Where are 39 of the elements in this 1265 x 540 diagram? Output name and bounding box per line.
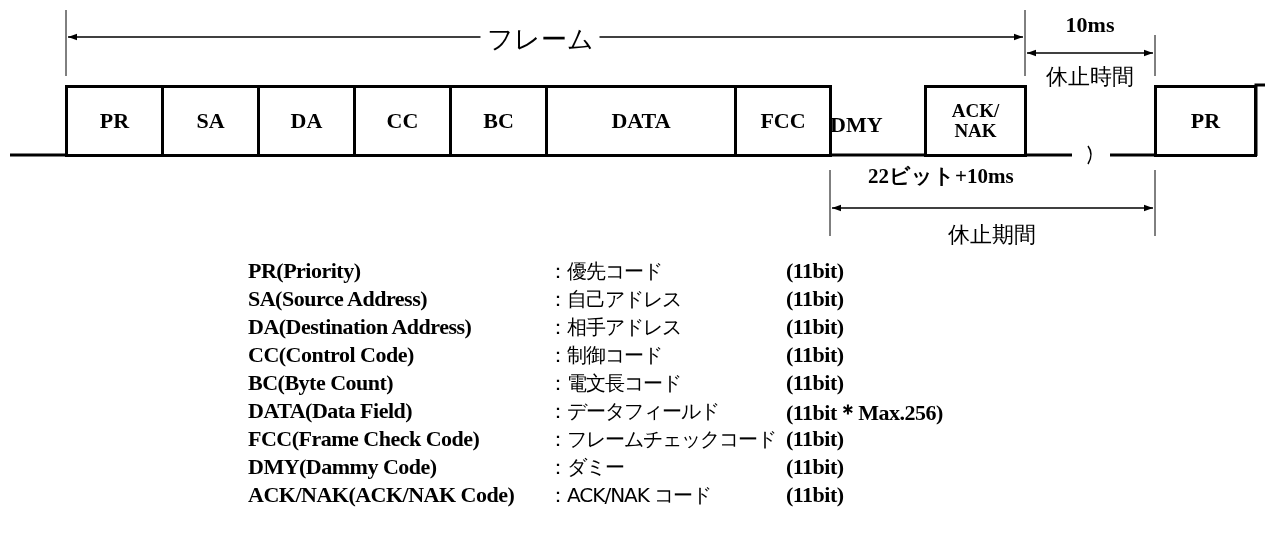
table-cell: (11bit) <box>786 370 844 396</box>
table-cell: (11bit) <box>786 314 844 340</box>
field-box: CC <box>353 85 452 157</box>
table-cell: (11bit) <box>786 258 844 284</box>
table-cell: (11bit) <box>786 286 844 312</box>
field-box: DATA <box>545 85 737 157</box>
table-cell: SA(Source Address) <box>248 286 428 312</box>
table-cell: FCC(Frame Check Code) <box>248 426 480 452</box>
table-cell-text: (11bit＊Max.256) <box>786 399 943 427</box>
table-cell: ：電文長コード <box>548 370 681 397</box>
field-box: PR <box>65 85 164 157</box>
table-cell: ：データフィールド <box>548 398 719 425</box>
table-cell: ：ダミー <box>548 454 624 481</box>
field-label: DMY <box>830 112 883 138</box>
table-cell: ：制御コード <box>548 342 662 369</box>
duration-label: 10ms <box>1065 12 1115 38</box>
field-box: FCC <box>734 85 832 157</box>
table-cell: DATA(Data Field) <box>248 398 413 424</box>
table-cell: ：自己アドレス <box>548 286 681 313</box>
table-cell: PR(Priority) <box>248 258 361 284</box>
table-cell: (11bit) <box>786 426 844 452</box>
table-cell: ：フレームチェックコード <box>548 426 776 453</box>
table-cell: CC(Control Code) <box>248 342 414 368</box>
field-box: DA <box>257 85 356 157</box>
table-cell: BC(Byte Count) <box>248 370 394 396</box>
table-cell: ：相手アドレス <box>548 314 681 341</box>
field-box: SA <box>161 85 260 157</box>
table-cell: DA(Destination Address) <box>248 314 472 340</box>
field-box: ACK/ NAK <box>924 85 1027 157</box>
table-cell: DMY(Dammy Code) <box>248 454 437 480</box>
table-cell: ACK/NAK(ACK/NAK Code) <box>248 482 515 508</box>
field-box: BC <box>449 85 548 157</box>
duration-label: 22ビット+10ms <box>868 163 1014 190</box>
table-cell: (11bit) <box>786 342 844 368</box>
field-box: PR <box>1154 85 1257 157</box>
table-cell: (11bit) <box>786 454 844 480</box>
table-cell: ：優先コード <box>548 258 662 285</box>
table-cell: ：ACK/NAK コード <box>548 482 712 509</box>
table-cell: (11bit) <box>786 482 844 508</box>
